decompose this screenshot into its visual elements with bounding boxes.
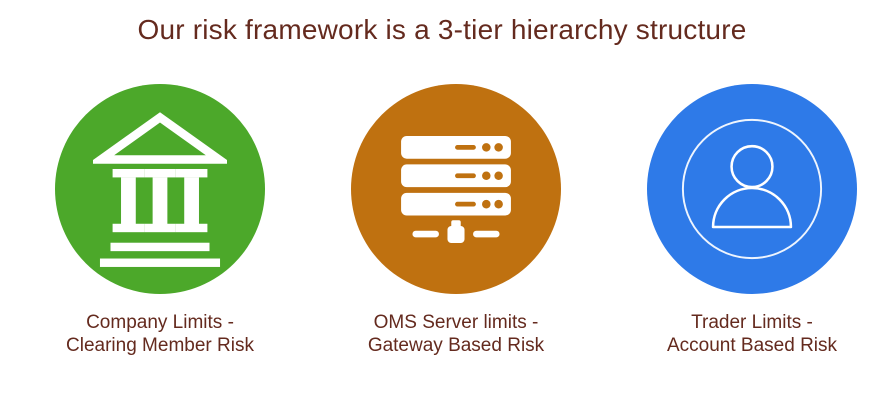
tier-column-company: Company Limits - Clearing Member Risk	[20, 84, 300, 357]
tier2-circle-badge	[351, 84, 561, 294]
tier2-label-line2: Gateway Based Risk	[367, 335, 545, 356]
tier1-label-line2: Clearing Member Risk	[66, 335, 254, 356]
tier3-label: Trader Limits - Account Based Risk	[612, 311, 884, 357]
user-icon	[679, 116, 825, 262]
tier1-label-line1: Company Limits -	[86, 312, 234, 333]
tier-column-trader: Trader Limits - Account Based Risk	[612, 84, 884, 357]
tier1-label: Company Limits - Clearing Member Risk	[20, 311, 300, 357]
tier2-label: OMS Server limits - Gateway Based Risk	[316, 311, 596, 357]
tier-column-oms-server: OMS Server limits - Gateway Based Risk	[316, 84, 596, 357]
tier3-circle-badge	[647, 84, 857, 294]
bank-icon	[93, 110, 227, 268]
tier2-label-line1: OMS Server limits -	[373, 312, 539, 333]
tier3-label-line1: Trader Limits -	[691, 312, 813, 333]
page-title: Our risk framework is a 3-tier hierarchy…	[137, 14, 747, 45]
tier1-circle-badge	[55, 84, 265, 294]
tier3-label-line2: Account Based Risk	[666, 335, 838, 356]
server-icon	[401, 135, 511, 243]
